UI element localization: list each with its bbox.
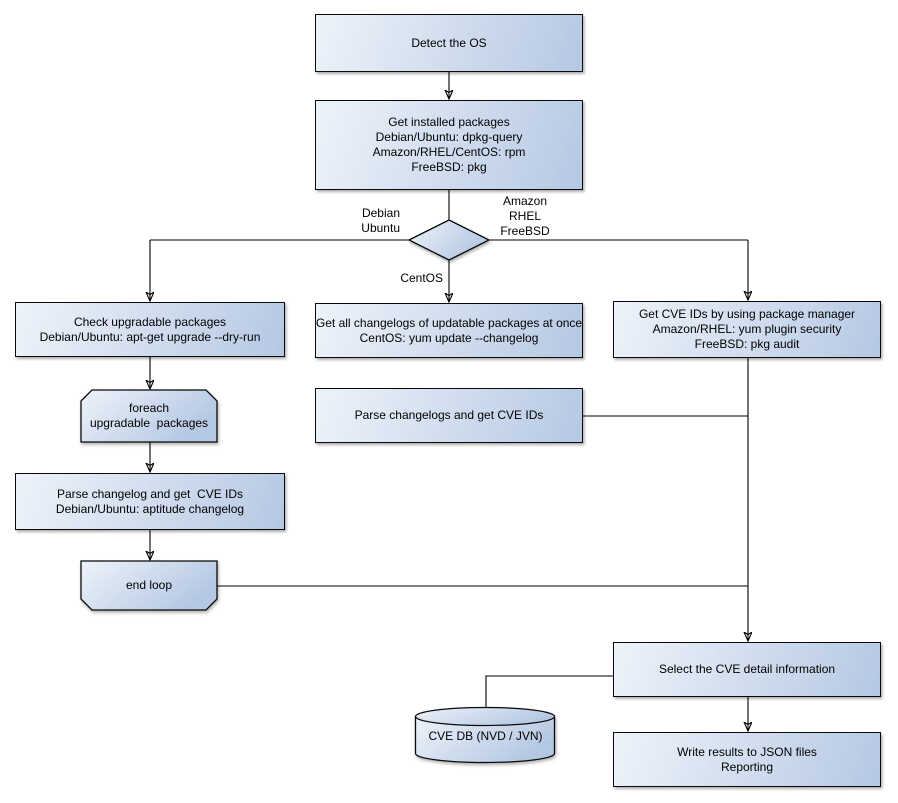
node-os-decision-diamond [407, 219, 491, 261]
node-end-loop-shape [80, 560, 218, 611]
node-parse-changelogs-center: Parse changelogs and get CVE IDs [315, 388, 583, 443]
node-foreach-label: foreach upgradable packages [89, 401, 209, 430]
edge-label-amazon-rhel-freebsd: Amazon RHEL FreeBSD [500, 194, 550, 238]
node-cve-db: CVE DB (NVD / JVN) [416, 714, 555, 758]
edge-label-centos: CentOS [400, 271, 443, 285]
node-detect-os: Detect the OS [315, 14, 583, 72]
node-get-cve-ids-package-manager: Get CVE IDs by using package manager Ama… [613, 301, 881, 358]
node-end-loop: end loop [81, 561, 217, 610]
node-get-all-changelogs-label: Get all changelogs of updatable packages… [315, 315, 583, 345]
node-write-results: Write results to JSON files Reporting [613, 732, 881, 787]
node-foreach-shape [80, 389, 218, 443]
node-select-cve-detail-label: Select the CVE detail information [658, 662, 836, 676]
node-get-all-changelogs: Get all changelogs of updatable packages… [315, 303, 583, 358]
node-cve-db-label: CVE DB (NVD / JVN) [428, 728, 543, 743]
node-check-upgradable-packages-label: Check upgradable packages Debian/Ubuntu:… [39, 314, 261, 344]
node-get-installed-packages-label: Get installed packages Debian/Ubuntu: dp… [372, 115, 526, 174]
node-get-cve-ids-package-manager-label: Get CVE IDs by using package manager Ama… [638, 307, 856, 351]
node-cve-db-cylinder [414, 706, 556, 764]
node-detect-os-label: Detect the OS [411, 35, 487, 50]
node-select-cve-detail: Select the CVE detail information [613, 642, 881, 697]
edge-select-to-cvedb [485, 675, 613, 709]
node-write-results-label: Write results to JSON files Reporting [677, 744, 817, 774]
node-end-loop-label: end loop [125, 578, 173, 592]
node-check-upgradable-packages: Check upgradable packages Debian/Ubuntu:… [15, 302, 285, 357]
node-foreach-upgradable-packages: foreach upgradable packages [81, 390, 217, 442]
node-parse-changelogs-center-label: Parse changelogs and get CVE IDs [354, 408, 544, 422]
edge-label-debian-ubuntu: Debian Ubuntu [361, 206, 400, 235]
node-get-installed-packages: Get installed packages Debian/Ubuntu: dp… [315, 100, 583, 190]
node-parse-changelog-left-label: Parse changelog and get CVE IDs Debian/U… [55, 486, 245, 516]
node-parse-changelog-left: Parse changelog and get CVE IDs Debian/U… [15, 473, 285, 530]
